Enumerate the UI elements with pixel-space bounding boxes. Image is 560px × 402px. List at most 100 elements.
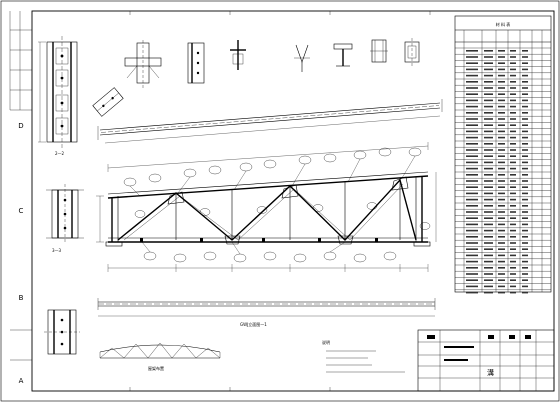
table-cell-mark bbox=[484, 242, 493, 244]
table-cell-mark bbox=[510, 242, 516, 244]
table-cell-mark bbox=[466, 186, 478, 188]
table-cell-mark bbox=[498, 155, 505, 157]
table-cell-mark bbox=[522, 105, 528, 108]
table-cell-mark bbox=[484, 105, 493, 108]
table-cell-mark bbox=[498, 112, 505, 114]
table-cell-mark bbox=[498, 143, 505, 145]
table-cell-mark bbox=[498, 267, 505, 269]
truss-dimension-lines bbox=[96, 142, 437, 272]
table-cell-mark bbox=[466, 93, 478, 95]
top-column-markers bbox=[129, 11, 431, 391]
table-cell-mark bbox=[510, 291, 516, 294]
table-cell-mark bbox=[522, 161, 528, 164]
table-cell-mark bbox=[466, 192, 478, 195]
table-cell-mark bbox=[498, 136, 505, 139]
notes-lines bbox=[326, 350, 405, 373]
table-cell-mark bbox=[522, 112, 528, 114]
table-cell-mark bbox=[522, 68, 528, 71]
zone-letter-a: A bbox=[19, 377, 24, 385]
table-cell-mark bbox=[522, 87, 528, 89]
table-cell-mark bbox=[498, 99, 505, 102]
table-cell-mark bbox=[510, 285, 516, 288]
table-cell-mark bbox=[498, 217, 505, 219]
table-cell-mark bbox=[466, 112, 478, 114]
truss-elevation-title: GWJ立面图—1 bbox=[240, 321, 267, 327]
table-cell-mark bbox=[484, 62, 493, 64]
table-cell-mark bbox=[522, 174, 528, 176]
table-cell-mark bbox=[484, 254, 493, 257]
table-cell-mark bbox=[466, 56, 478, 58]
table-cell-mark bbox=[484, 167, 493, 170]
table-cell-mark bbox=[466, 74, 478, 77]
table-cell-mark bbox=[510, 124, 516, 126]
table-cell-mark bbox=[484, 180, 493, 182]
table-cell-mark bbox=[510, 229, 516, 232]
table-cell-mark bbox=[484, 130, 493, 133]
table-cell-mark bbox=[498, 167, 505, 170]
table-cell-mark bbox=[484, 161, 493, 164]
section-2-2-label: 2—2 bbox=[55, 151, 65, 156]
table-cell-mark bbox=[510, 180, 516, 182]
material-table-title: 材 料 表 bbox=[496, 21, 511, 27]
table-cell-mark bbox=[510, 198, 516, 201]
table-cell-mark bbox=[484, 68, 493, 71]
table-cell-mark bbox=[510, 81, 516, 83]
table-cell-mark bbox=[498, 279, 505, 281]
table-cell-mark bbox=[510, 254, 516, 257]
table-cell-mark bbox=[484, 211, 493, 213]
table-cell-mark bbox=[510, 93, 516, 95]
table-cell-mark bbox=[484, 248, 493, 250]
table-cell-mark bbox=[522, 217, 528, 219]
table-cell-mark bbox=[484, 174, 493, 176]
table-cell-mark bbox=[510, 62, 516, 64]
table-cell-mark bbox=[484, 74, 493, 77]
table-cell-mark bbox=[498, 130, 505, 133]
table-cell-mark bbox=[522, 180, 528, 182]
table-cell-mark bbox=[498, 248, 505, 250]
table-cell-mark bbox=[484, 260, 493, 263]
table-cell-mark bbox=[522, 50, 528, 52]
table-cell-mark bbox=[466, 260, 478, 263]
table-cell-mark bbox=[484, 267, 493, 269]
table-cell-mark bbox=[498, 211, 505, 213]
table-cell-mark bbox=[510, 236, 516, 238]
table-cell-mark bbox=[522, 285, 528, 288]
table-cell-mark bbox=[498, 273, 505, 275]
table-cell-mark bbox=[510, 279, 516, 281]
table-cell-mark bbox=[466, 167, 478, 170]
table-cell-mark bbox=[522, 149, 528, 151]
table-cell-mark bbox=[522, 192, 528, 195]
top-chord-member-elevation bbox=[97, 99, 443, 144]
table-cell-mark bbox=[484, 291, 493, 294]
table-cell-mark bbox=[466, 223, 478, 226]
binding-strip bbox=[9, 11, 32, 361]
table-cell-mark bbox=[510, 167, 516, 170]
table-cell-mark bbox=[484, 93, 493, 95]
table-cell-mark bbox=[510, 161, 516, 164]
material-table bbox=[454, 15, 552, 294]
table-cell-mark bbox=[522, 56, 528, 58]
table-cell-mark bbox=[510, 155, 516, 157]
connection-detail-7 bbox=[404, 38, 420, 66]
table-cell-mark bbox=[522, 291, 528, 294]
table-cell-mark bbox=[466, 105, 478, 108]
truss-layout-small bbox=[99, 342, 221, 359]
table-cell-mark bbox=[498, 223, 505, 226]
table-cell-mark bbox=[466, 273, 478, 275]
table-cell-mark bbox=[510, 112, 516, 114]
table-cell-mark bbox=[498, 105, 505, 108]
table-cell-mark bbox=[466, 236, 478, 238]
table-cell-mark bbox=[522, 229, 528, 232]
table-cell-mark bbox=[498, 161, 505, 164]
connection-detail-3 bbox=[230, 40, 246, 70]
truss-layout-title: 屋架布置 bbox=[148, 365, 164, 371]
table-cell-mark bbox=[466, 248, 478, 250]
table-cell-mark bbox=[484, 198, 493, 201]
table-cell-mark bbox=[498, 198, 505, 201]
table-cell-mark bbox=[522, 198, 528, 201]
table-cell-mark bbox=[498, 205, 505, 207]
base-plate-detail bbox=[44, 309, 80, 355]
table-cell-mark bbox=[522, 130, 528, 133]
table-cell-mark bbox=[522, 136, 528, 139]
